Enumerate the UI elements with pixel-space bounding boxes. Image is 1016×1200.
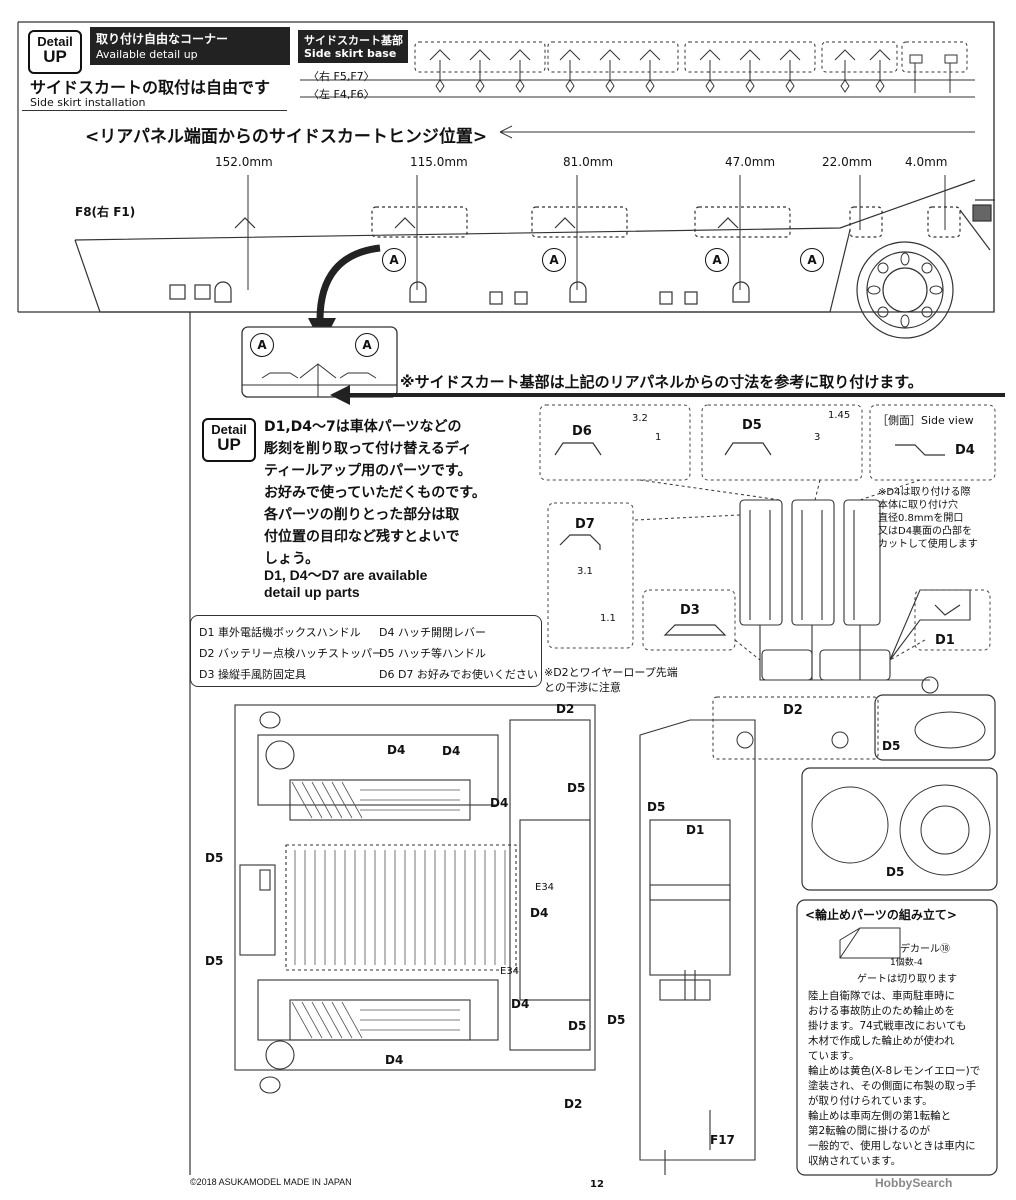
marker-a-inset-1: A (250, 333, 274, 357)
footer-copyright: ©2018 ASUKAMODEL MADE IN JAPAN (190, 1177, 352, 1187)
hull-front-side (639, 719, 756, 1175)
corner-title-box: 取り付け自由なコーナー Available detail up (90, 27, 290, 65)
part-d5-dim-w: 3 (814, 432, 821, 443)
part-d1-label: D1 (935, 633, 955, 648)
d2-note: ※D2とワイヤーロープ先端 との干渉に注意 (544, 666, 678, 694)
parts-legend-box: D1 車外電話機ボックスハンドル D4 ハッチ開閉レバー D2 バッテリー点検ハ… (190, 615, 542, 687)
section-title-en: Side skirt installation (30, 96, 146, 109)
hull-d5-a: D5 (567, 781, 586, 795)
measure-47: 47.0mm (725, 155, 776, 169)
measure-152: 152.0mm (215, 155, 273, 169)
side-view-d4-label: D4 (955, 443, 975, 458)
skirt-base-title-box: サイドスカート基部 Side skirt base (298, 30, 408, 63)
hull-d5-b: D5 (205, 851, 224, 865)
hull-d4-c: D4 (490, 796, 509, 810)
hull-side-profile (74, 179, 995, 339)
legend-d5: D5 ハッチ等ハンドル (379, 647, 486, 660)
skirt-base-title-en: Side skirt base (304, 47, 397, 60)
right-parts-label: 〈右 F5,F7〉 (308, 70, 375, 83)
hull-d5-d: D5 (568, 1019, 587, 1033)
hull-d4-b: D4 (442, 744, 461, 758)
hull-d5-c: D5 (205, 954, 224, 968)
measure-22: 22.0mm (822, 155, 873, 169)
legend-d1: D1 車外電話機ボックスハンドル (199, 626, 361, 639)
hull-e34-a: E34 (535, 882, 555, 893)
side-d1: D1 (686, 823, 705, 837)
part-d7-dim-w: 3.1 (577, 566, 593, 577)
marker-a-2: A (542, 248, 566, 272)
legend-d6-d7: D6 D7 お好みでお使いください (379, 668, 538, 681)
part-d6-dim-w: 3.2 (632, 413, 648, 424)
section-title-jp: サイドスカートの取付は自由です (30, 78, 271, 97)
watermark: HobbySearch (875, 1176, 953, 1190)
engine-grille (294, 850, 506, 965)
corner-title-jp: 取り付け自由なコーナー (96, 32, 229, 46)
marker-a-3: A (705, 248, 729, 272)
legend-d4: D4 ハッチ開閉レバー (379, 626, 486, 639)
hatch-d5-b: D5 (886, 865, 905, 879)
side-f17: F17 (710, 1133, 735, 1147)
hull-d4-d: D4 (530, 906, 549, 920)
hull-d4-a: D4 (387, 743, 406, 757)
part-d7-dim-h: 1.1 (600, 613, 616, 624)
wheel-chock-decal-sub: 1個数-4 (890, 958, 923, 968)
part-d5-label: D5 (742, 418, 762, 433)
wheel-chock-text: 陸上自衛隊では、車両駐車時に おける事故防止のため輪止めを 掛けます。74式戦車… (808, 990, 981, 1167)
marker-a-1: A (382, 248, 406, 272)
hinge-section-title: <リアパネル端面からのサイドスカートヒンジ位置> (85, 127, 488, 147)
part-d2-label: D2 (783, 703, 803, 718)
detail-parts-description-jp: D1,D4～7は車体パーツなどの 彫刻を削り取って付け替えるディ ティールアップ… (264, 419, 486, 567)
hull-e34-b: E34 (500, 966, 520, 977)
detail-parts-description-en: D1, D4～D7 are available detail up parts (264, 567, 428, 600)
legend-d3: D3 操縦手風防固定具 (199, 668, 306, 681)
side-view-title: ［側面］Side view (877, 414, 974, 427)
detail-up-badge-2: Detail UP (202, 418, 256, 462)
d4-note: ※D4は取り付ける際 本体に取り付け穴 直径0.8mmを開口 又はD4裏面の凸部… (878, 487, 978, 550)
page-number: 12 (590, 1179, 604, 1190)
part-d6-dim-h: 1 (655, 432, 662, 443)
detail-up-badge: Detail UP (28, 30, 82, 74)
part-d7-label: D7 (575, 517, 595, 532)
wheel-chock-title: <輪止めパーツの組み立て> (805, 908, 957, 922)
skirt-base-title-jp: サイドスカート基部 (304, 34, 403, 47)
corner-title-en: Available detail up (96, 48, 198, 61)
part-d3-label: D3 (680, 603, 700, 618)
measure-4: 4.0mm (905, 155, 948, 169)
hatch-d5-a: D5 (882, 739, 901, 753)
part-label-f8: F8(右 F1) (75, 205, 136, 219)
hull-d4-f: D4 (385, 1053, 404, 1067)
hull-top-plan (234, 704, 596, 1094)
legend-d2: D2 バッテリー点検ハッチストッパー (199, 647, 383, 660)
skirt-base-note: ※サイドスカート基部は上記のリアパネルからの寸法を参考に取り付けます。 (400, 373, 923, 391)
part-d5-dim-h: 1.45 (828, 410, 851, 421)
hull-d2-bottom: D2 (564, 1097, 583, 1111)
marker-a-inset-2: A (355, 333, 379, 357)
wheel-chock-gate: ゲートは切り取ります (857, 974, 957, 985)
marker-a-4: A (800, 248, 824, 272)
side-d5-a: D5 (647, 800, 666, 814)
measure-115: 115.0mm (410, 155, 468, 169)
measure-81: 81.0mm (563, 155, 614, 169)
left-parts-label: 〈左 F4,F6〉 (308, 88, 375, 101)
hull-d4-e: D4 (511, 997, 530, 1011)
hull-d2-top: D2 (556, 702, 575, 716)
skirt-base-strip (414, 41, 968, 93)
wheel-chock-decal: デカール⑱ (900, 944, 950, 955)
part-d6-label: D6 (572, 424, 592, 439)
side-d5-b: D5 (607, 1013, 626, 1027)
